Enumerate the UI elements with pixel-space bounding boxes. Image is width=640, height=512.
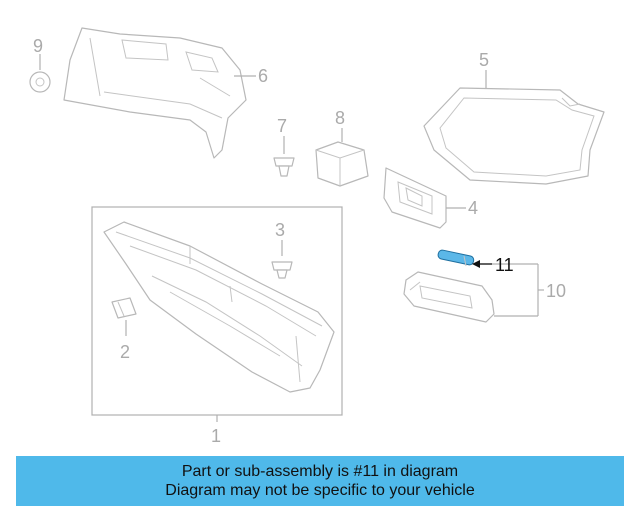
part-8-bracket: 8 xyxy=(315,108,369,187)
part-10-lamp-housing: 10 xyxy=(403,263,566,323)
part-3-clip: 3 xyxy=(271,220,293,279)
parts-diagram: 9 6 7 8 5 4 xyxy=(29,27,605,446)
callout-2: 2 xyxy=(120,342,130,362)
callout-9: 9 xyxy=(33,36,43,56)
callout-4: 4 xyxy=(468,198,478,218)
part-6-quarter-trim: 6 xyxy=(63,27,268,159)
callout-10: 10 xyxy=(546,281,566,301)
part-11-bulb: 11 xyxy=(437,249,514,275)
part-9-grommet: 9 xyxy=(29,36,51,93)
part-7-clip: 7 xyxy=(273,116,295,177)
callout-1: 1 xyxy=(211,426,221,446)
callout-3: 3 xyxy=(275,220,285,240)
callout-7: 7 xyxy=(277,116,287,136)
info-banner: Part or sub-assembly is #11 in diagram D… xyxy=(16,456,624,506)
banner-line-1: Part or sub-assembly is #11 in diagram xyxy=(181,463,459,480)
callout-8: 8 xyxy=(335,108,345,128)
part-1-sill-panel xyxy=(103,221,335,393)
callout-5: 5 xyxy=(479,50,489,70)
callout-6: 6 xyxy=(258,66,268,86)
callout-11: 11 xyxy=(495,255,514,275)
banner-line-2: Diagram may not be specific to your vehi… xyxy=(165,482,475,499)
part-2-clip: 2 xyxy=(111,297,137,362)
part-5-trunk-mat: 5 xyxy=(423,50,605,185)
part-4-plate: 4 xyxy=(383,167,478,229)
part-11-bulb-highlight xyxy=(437,249,475,266)
part-1-group-box: 1 xyxy=(91,206,343,446)
